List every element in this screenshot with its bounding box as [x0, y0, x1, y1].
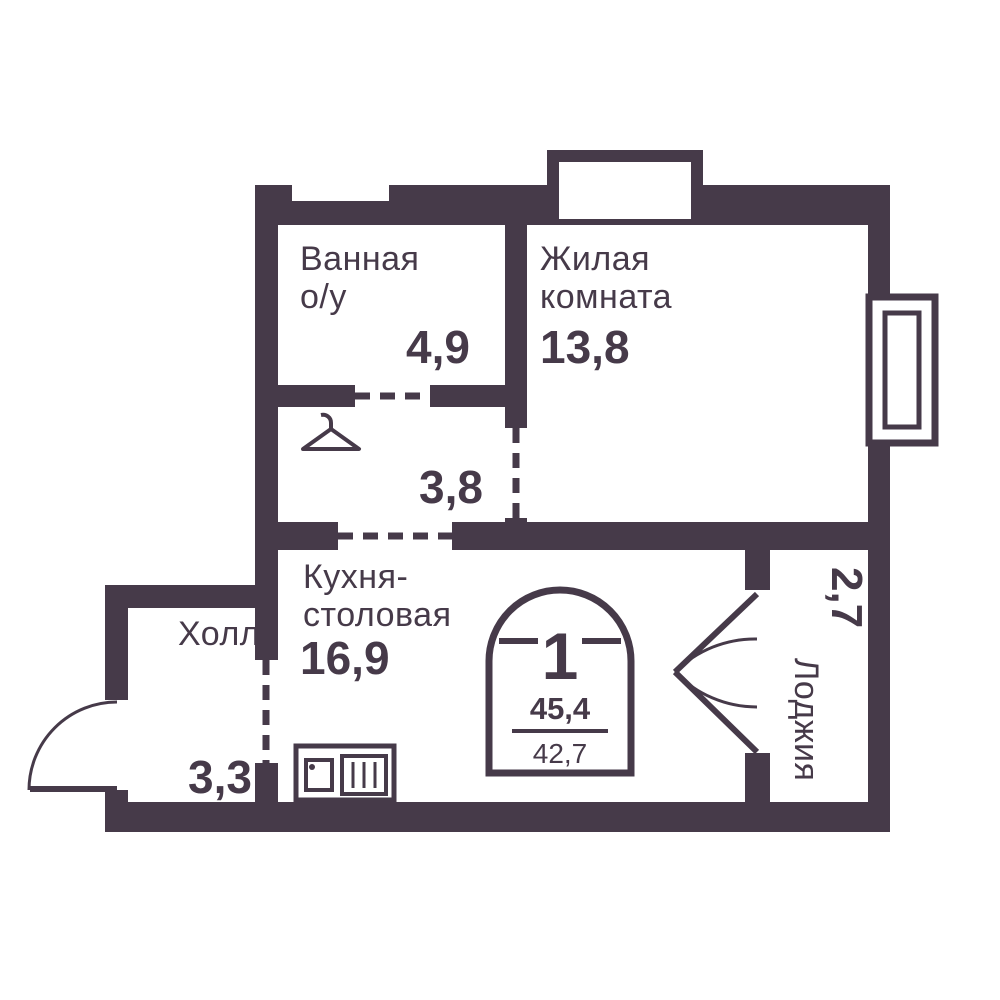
top-bay: [547, 150, 703, 225]
wall-left-upper: [255, 185, 278, 608]
apartment-badge: 1 45,4 42,7: [485, 586, 635, 777]
hanger-hook: [320, 412, 333, 429]
balcony-door-arc-lower: [673, 637, 758, 674]
opening-balcony-door: [745, 590, 770, 753]
bathroom-area: 4,9: [406, 321, 470, 373]
living-room-area: 13,8: [540, 321, 630, 373]
bay-wall-right: [691, 150, 703, 225]
hall-area: 3,3: [188, 751, 252, 803]
loggia-area: 2,7: [822, 567, 871, 628]
wall-hall-top: [105, 585, 278, 608]
entrance-door-arc: [27, 700, 118, 791]
hanger-body: [301, 427, 361, 451]
opening-corridor-living: [505, 428, 527, 518]
room-labels: Ванная о/у 4,9 Жилая комната 13,8 3,8 Ку…: [178, 240, 871, 803]
kitchen-label-line2: столовая: [303, 596, 451, 634]
badge-rooms-count: 1: [542, 619, 579, 693]
badge-arch: [485, 586, 635, 777]
badge-area-total: 45,4: [530, 691, 591, 726]
kitchen-label-line1: Кухня-: [303, 558, 408, 596]
window-inner-frame: [882, 310, 922, 430]
hanger-icon: [301, 412, 361, 451]
hall-label: Холл: [178, 615, 260, 653]
bay-wall-top: [547, 150, 703, 162]
bay-window-line: [547, 219, 703, 225]
wall-notch-top-left: [292, 185, 389, 201]
balcony-door-leaf-lower: [672, 669, 760, 755]
badge-area-living: 42,7: [533, 738, 588, 769]
dashed-openings: [262, 392, 520, 763]
kitchen-stove: [340, 754, 388, 796]
kitchen-area: 16,9: [300, 632, 390, 684]
wall-bottom: [105, 802, 890, 832]
bathroom-label-line2: о/у: [300, 278, 347, 316]
window-outer-frame: [865, 293, 939, 447]
corridor-area: 3,8: [419, 461, 483, 513]
opening-entrance: [105, 700, 128, 790]
kitchen-unit-icon: [293, 743, 397, 803]
door-swing-icon: [27, 700, 118, 792]
living-room-label-line1: Жилая: [540, 240, 650, 278]
kitchen-faucet-dot: [309, 764, 315, 770]
bathroom-label-line1: Ванная: [300, 240, 419, 278]
loggia-label: Лоджия: [787, 658, 825, 781]
bay-interior: [559, 162, 691, 219]
living-room-label-line2: комната: [540, 278, 672, 316]
balcony-door-arc-upper: [673, 670, 758, 709]
kitchen-sink: [304, 758, 334, 792]
wall-right: [868, 185, 890, 832]
window-icon: [865, 293, 939, 447]
double-door-icon: [672, 591, 760, 755]
bay-wall-left: [547, 150, 559, 225]
